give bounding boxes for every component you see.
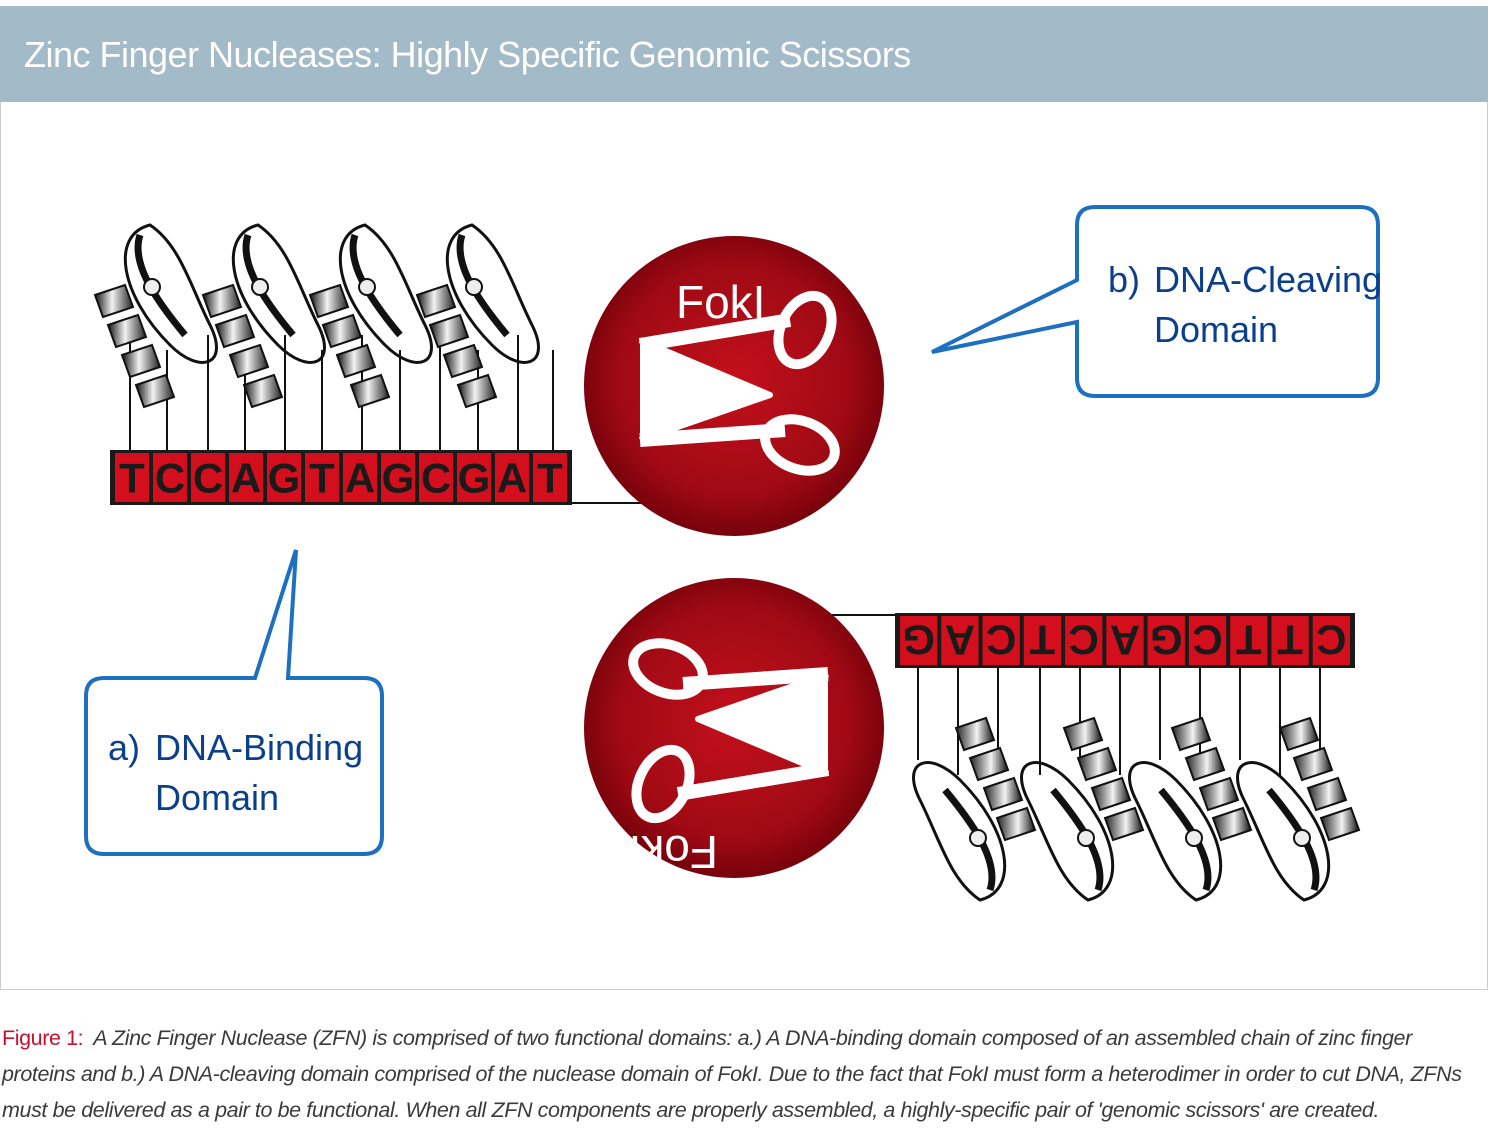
bottom-base-letter: G <box>1150 617 1183 664</box>
bottom-base-box <box>1188 616 1227 665</box>
bottom-foki-enzyme: FokI <box>584 578 884 878</box>
top-base-box <box>191 453 225 502</box>
callout-a-letter: a) <box>108 727 140 768</box>
zinc-finger-icon <box>1020 716 1145 902</box>
callout-b-line1: DNA-Cleaving <box>1154 259 1382 300</box>
bottom-base-letter: T <box>1236 617 1262 664</box>
bottom-zinc-fingers <box>912 716 1361 902</box>
bottom-base-letter: T <box>1029 617 1055 664</box>
top-base-box <box>115 453 149 502</box>
callout-a-line2: Domain <box>155 777 279 818</box>
top-base-letter: C <box>193 455 223 502</box>
bottom-base-box <box>1065 616 1103 665</box>
scissors-icon <box>638 290 840 476</box>
bottom-base-letter: A <box>945 617 975 664</box>
top-base-letter: G <box>268 455 301 502</box>
top-base-box <box>419 453 453 502</box>
zinc-finger-icon <box>308 223 433 409</box>
bottom-base-box <box>982 616 1020 665</box>
bottom-foki-label: FokI <box>629 826 718 878</box>
zinc-finger-icon <box>415 223 540 409</box>
top-base-letter: T <box>309 455 335 502</box>
bottom-base-letter: A <box>1110 617 1140 664</box>
top-base-letter: A <box>345 455 375 502</box>
bottom-base-letter: C <box>986 617 1016 664</box>
caption-text: A Zinc Finger Nuclease (ZFN) is comprise… <box>2 1026 1462 1122</box>
top-base-letter: T <box>537 455 563 502</box>
zinc-finger-icon <box>1236 716 1361 902</box>
zinc-finger-icon <box>912 716 1037 902</box>
top-zinc-fingers <box>93 223 540 409</box>
top-base-box <box>153 453 187 502</box>
top-base-box <box>381 453 415 502</box>
top-base-box <box>343 453 377 502</box>
top-base-box <box>457 453 491 502</box>
figure-title: Zinc Finger Nucleases: Highly Specific G… <box>24 34 911 75</box>
top-base-letter: A <box>231 455 261 502</box>
bottom-base-letter: C <box>1192 617 1222 664</box>
figure-caption: Figure 1:A Zinc Finger Nuclease (ZFN) is… <box>2 1020 1482 1128</box>
zinc-finger-icon <box>93 223 218 409</box>
zinc-finger-icon <box>201 223 326 409</box>
zinc-finger-icon <box>1128 716 1253 902</box>
top-base-letter: C <box>421 455 451 502</box>
top-base-box <box>267 453 301 502</box>
callout-a-line1: DNA-Binding <box>155 727 363 768</box>
bottom-base-box <box>941 616 979 665</box>
top-base-letter: T <box>119 455 145 502</box>
callout-b-line2: Domain <box>1154 309 1278 350</box>
bottom-base-box <box>1023 616 1062 665</box>
caption-label: Figure 1: <box>2 1026 84 1050</box>
figure-header: Zinc Finger Nucleases: Highly Specific G… <box>0 6 1488 102</box>
bottom-base-letter: C <box>1316 617 1346 664</box>
top-base-box <box>495 453 529 502</box>
top-base-letter: G <box>458 455 491 502</box>
top-base-box <box>305 453 339 502</box>
bottom-base-box <box>1271 616 1309 665</box>
bottom-base-box <box>900 616 938 665</box>
bottom-base-letter: G <box>902 617 935 664</box>
bottom-base-letter: C <box>1069 617 1099 664</box>
bottom-base-letter: T <box>1277 617 1303 664</box>
top-base-letter: C <box>155 455 185 502</box>
bottom-base-box <box>1312 616 1350 665</box>
bottom-base-box <box>1230 616 1268 665</box>
top-base-box <box>229 453 263 502</box>
top-foki-enzyme: FokI <box>584 236 884 536</box>
callout-dna-binding: a) DNA-Binding Domain <box>84 549 384 856</box>
top-foki-label: FokI <box>676 276 765 328</box>
bottom-base-box <box>1106 616 1144 665</box>
scissors-icon <box>628 638 830 824</box>
bottom-base-box <box>1147 616 1185 665</box>
top-base-box <box>533 453 567 502</box>
callout-b-letter: b) <box>1108 259 1140 300</box>
top-base-letter: G <box>382 455 415 502</box>
callout-dna-cleaving: b) DNA-Cleaving Domain <box>931 205 1382 398</box>
top-base-letter: A <box>497 455 527 502</box>
